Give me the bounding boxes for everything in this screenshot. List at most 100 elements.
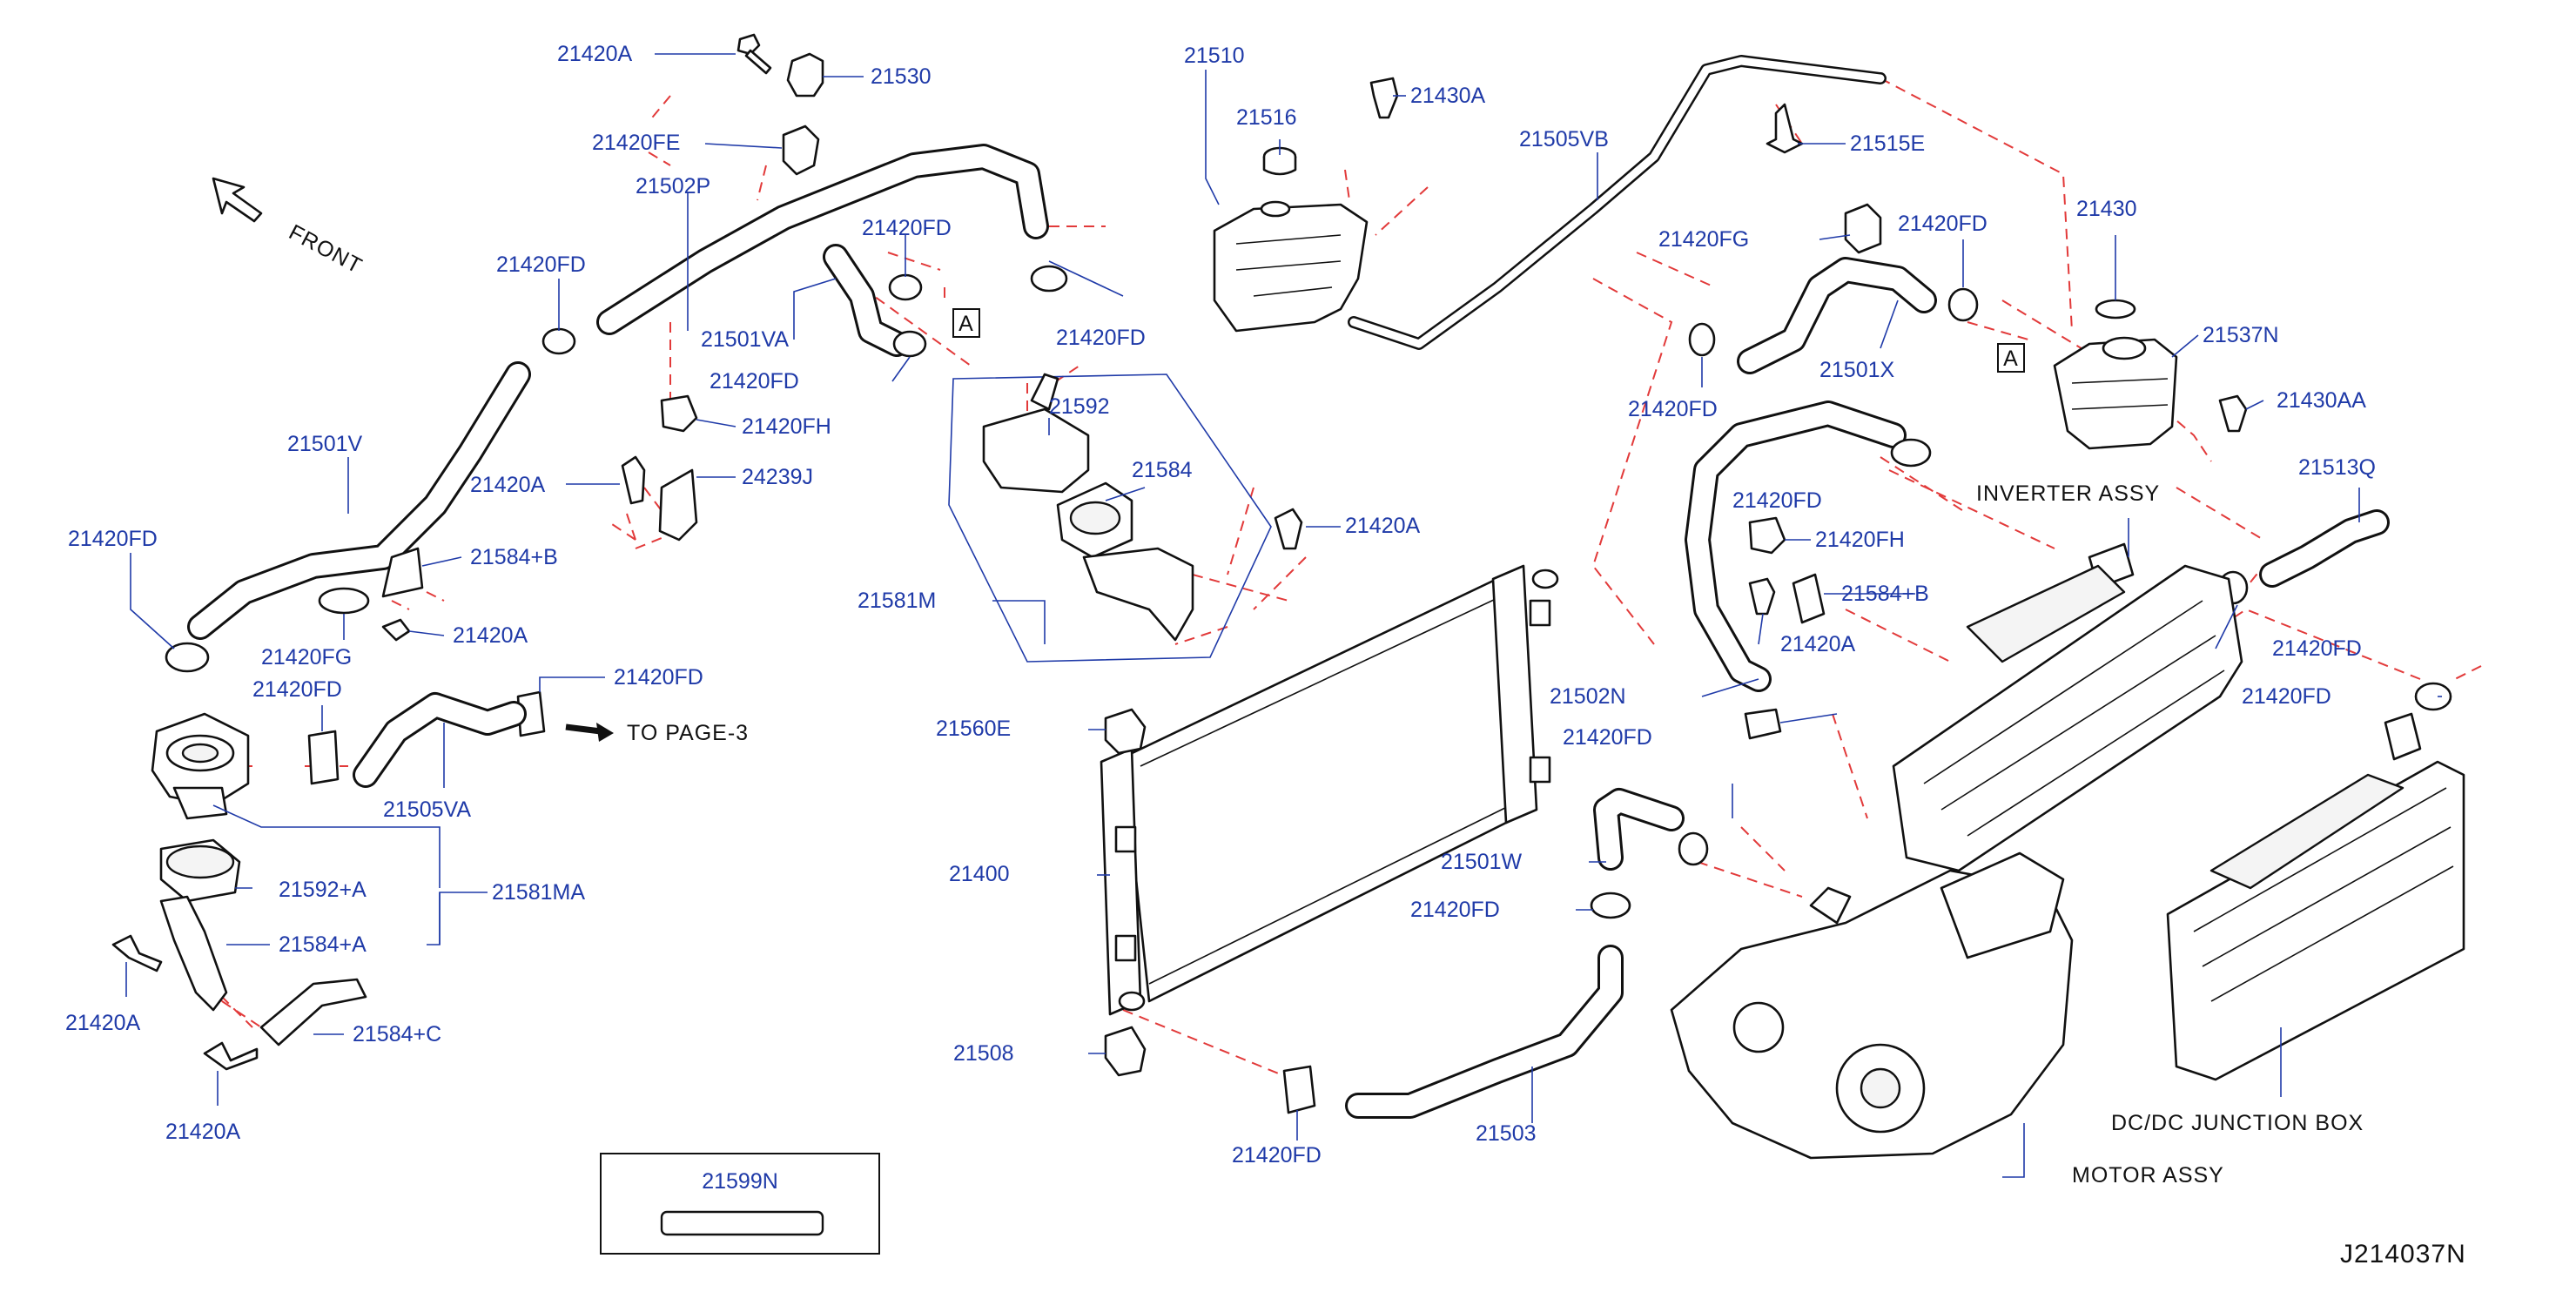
bolt-21420a-top: [736, 33, 772, 75]
part-label: 21420FD: [1232, 1143, 1322, 1168]
part-label: 21501W: [1441, 850, 1523, 874]
part-label: 21420FD: [710, 369, 799, 394]
bracket-21584b-left: [381, 547, 424, 598]
clamp-21420fd-h: [1688, 322, 1716, 357]
part-label: 21584+B: [470, 545, 558, 569]
clamp-21420fd-p: [2414, 682, 2452, 711]
part-label: 21501X: [1819, 358, 1895, 382]
clip-21420fh-right: [1748, 516, 1786, 555]
part-label: 21420FD: [1410, 898, 1500, 922]
clamp-21420fd-c: [892, 330, 927, 358]
to-page-label: TO PAGE-3: [627, 721, 749, 745]
bolt-21430aa: [2218, 394, 2248, 433]
clamp-21420fd-f: [307, 730, 340, 785]
part-label: 21420FG: [1658, 227, 1749, 252]
front-label: FRONT: [285, 220, 367, 279]
diagram-id: J214037N: [2340, 1240, 2466, 1268]
bolt-21420a-mid: [621, 455, 646, 505]
clamp-21420fd-d: [1030, 265, 1068, 293]
to-page-arrowhead: [596, 723, 614, 742]
part-label: 21584+C: [353, 1022, 441, 1046]
clip-21420fh: [660, 394, 698, 433]
svg-text:A: A: [2003, 347, 2019, 371]
part-label: 21502N: [1550, 684, 1626, 709]
lower-hoses: [1282, 400, 2452, 1119]
part-label: 21505VA: [383, 797, 471, 822]
part-label: 21592: [1049, 394, 1110, 419]
bolt-21420a-right: [1748, 577, 1776, 616]
part-label: 21430AA: [2277, 388, 2366, 413]
part-label: 21420FD: [68, 527, 158, 551]
bracket-24239j: [658, 468, 698, 542]
part-label: 21420A: [65, 1011, 141, 1035]
part-label: 21584: [1132, 458, 1193, 482]
part-label: 24239J: [742, 465, 813, 489]
to-page-arrow-icon: [565, 723, 602, 735]
part-label: 21420FD: [614, 665, 703, 690]
bracket-21584-center: [1082, 547, 1194, 642]
left-group-parts: [111, 33, 1068, 1071]
part-label: 21420FD: [252, 677, 342, 702]
part-number-labels: 21420A 21530 21420FE 21502P 21420FD 2142…: [65, 42, 2376, 1168]
bolt-21420a-pump1: [111, 934, 163, 972]
leader-lines: [125, 53, 2442, 1178]
clamp-21420fd-k: [1744, 708, 1782, 740]
part-label: 21501V: [287, 432, 363, 456]
part-label: 21505VB: [1519, 127, 1609, 151]
ref-box-a-right: A: [1997, 343, 2025, 373]
clip-21420fe: [782, 124, 820, 176]
part-label: 21560E: [936, 717, 1011, 741]
part-label: 21581MA: [492, 880, 585, 905]
part-label: 21420A: [1780, 632, 1856, 656]
motor-assy-label: MOTOR ASSY: [2072, 1163, 2224, 1188]
legend-part-number: 21599N: [702, 1169, 778, 1194]
dcdc-junction-box-drawing: [2166, 712, 2465, 1081]
bolt-21420a-left: [381, 618, 411, 642]
clamp-21420fd-m: [1590, 892, 1631, 919]
mount-21560e: [1104, 708, 1147, 755]
part-label: 21420A: [453, 623, 528, 648]
pump-subassy-21581m: [948, 373, 1303, 663]
subassy-outline: [948, 373, 1272, 663]
bracket-21530: [786, 52, 824, 98]
clamp-21420fd-i: [1947, 287, 1979, 322]
clamp-21420fd-a: [541, 327, 576, 355]
clamp-21420fd-n: [1282, 1065, 1316, 1114]
clip-21420fg-left: [318, 587, 370, 615]
part-label: 21584+B: [1841, 582, 1929, 606]
part-label: 21516: [1236, 105, 1297, 130]
part-label: 21515E: [1850, 131, 1925, 156]
bracket-21584c: [259, 978, 367, 1046]
part-label: 21513Q: [2298, 455, 2376, 480]
part-label: 21584+A: [279, 932, 367, 957]
part-label: 21501VA: [701, 327, 789, 352]
bolt-21430a: [1369, 77, 1399, 119]
reservoir-tank-21510: [1213, 203, 1369, 333]
radiator-core: [1121, 573, 1525, 1003]
clamp-21420fd-l: [1678, 831, 1709, 866]
ref-box-a-left: A: [952, 308, 980, 338]
part-label: 21581M: [858, 589, 936, 613]
part-label: 21420FD: [1628, 397, 1718, 421]
part-label: 21420FE: [592, 131, 680, 155]
part-label: 21420FD: [1732, 488, 1822, 513]
part-label: 21420FD: [1898, 212, 1987, 236]
inverter-assy-label: INVERTER ASSY: [1976, 481, 2160, 506]
dcdc-junction-box-label: DC/DC JUNCTION BOX: [2111, 1111, 2364, 1135]
part-label: 21592+A: [279, 878, 367, 902]
part-label: 21420FD: [1056, 326, 1146, 350]
part-label: 21420FD: [496, 252, 586, 277]
part-label: 21430A: [1410, 84, 1486, 108]
radiator-right-tank: [1491, 564, 1538, 824]
bracket-21584b-right: [1792, 573, 1826, 624]
cap-21430: [2095, 299, 2136, 320]
part-label: 21508: [953, 1041, 1014, 1066]
clamp-21420fd-j: [1890, 438, 1932, 468]
part-label: 21530: [871, 64, 932, 89]
reservoir-group: [1213, 55, 2248, 450]
part-label: 21420FD: [862, 216, 952, 240]
clamp-21420fd-b: [888, 273, 923, 301]
part-label: 21420FH: [742, 414, 831, 439]
part-label: 21537N: [2203, 323, 2279, 347]
